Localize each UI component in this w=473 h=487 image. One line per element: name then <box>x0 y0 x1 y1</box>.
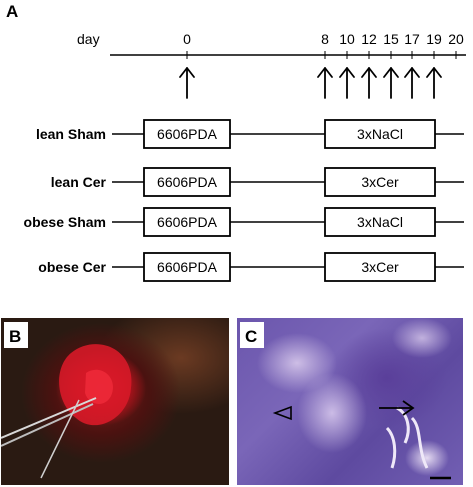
group-label: obese Cer <box>38 259 106 275</box>
treatment-label: 3xNaCl <box>357 126 403 142</box>
histology-photo: C <box>237 318 463 485</box>
timeline-tick-labels: 0 8 10 12 15 17 19 20 <box>183 31 464 47</box>
experimental-design-diagram: A day 0 8 10 12 15 17 19 20 lean Sham <box>6 2 466 282</box>
triangle-marker-icon <box>272 405 292 421</box>
histology-photo-overlay: C <box>240 322 451 480</box>
tick-label: 12 <box>361 31 377 47</box>
group-row-lean-sham: lean Sham 6606PDA 3xNaCl <box>36 119 464 149</box>
surgery-photo: B <box>1 318 229 485</box>
vessel-structure <box>385 406 429 469</box>
up-arrow-icon <box>404 67 420 99</box>
tick-label: 20 <box>448 31 464 47</box>
group-row-lean-cer: lean Cer 6606PDA 3xCer <box>51 167 464 197</box>
panel-c-letter-bg <box>240 322 264 348</box>
tick-label: 10 <box>339 31 355 47</box>
up-arrow-icon <box>339 67 355 99</box>
panel-c-letter: C <box>245 327 257 346</box>
treatment-box <box>324 119 436 149</box>
treatment-label: 3xNaCl <box>357 214 403 230</box>
tumor-tissue <box>85 369 113 404</box>
treatment-box <box>324 207 436 237</box>
needle <box>40 399 80 479</box>
panel-b-letter: B <box>9 327 21 346</box>
tumor-induction-label: 6606PDA <box>157 174 218 190</box>
up-arrow-icon <box>317 67 333 99</box>
tumor-induction-box <box>143 119 231 149</box>
tick-label: 19 <box>426 31 442 47</box>
treatment-label: 3xCer <box>361 259 399 275</box>
timeline-ticks <box>186 51 457 59</box>
tumor-induction-label: 6606PDA <box>157 214 218 230</box>
tick-label: 15 <box>383 31 399 47</box>
treatment-label: 3xCer <box>361 174 399 190</box>
group-label: lean Cer <box>51 174 107 190</box>
timeline-label: day <box>77 31 100 47</box>
tumor-induction-label: 6606PDA <box>157 259 218 275</box>
group-label: lean Sham <box>36 126 106 142</box>
treatment-box <box>324 252 436 282</box>
group-row-obese-sham: obese Sham 6606PDA 3xNaCl <box>24 207 464 237</box>
tumor-induction-box <box>143 207 231 237</box>
tick-label: 8 <box>321 31 329 47</box>
surgery-photo-overlay: B <box>1 322 132 479</box>
forceps <box>1 397 97 439</box>
tumor-induction-box <box>143 167 231 197</box>
group-row-obese-cer: obese Cer 6606PDA 3xCer <box>38 252 464 282</box>
forceps <box>1 403 94 447</box>
tumor-induction-label: 6606PDA <box>157 126 218 142</box>
up-arrow-icon <box>426 67 442 99</box>
panel-b-letter-bg <box>4 322 28 348</box>
up-arrow-icon <box>179 67 195 99</box>
injection-arrows <box>179 67 442 99</box>
tumor-induction-box <box>143 252 231 282</box>
tick-label: 17 <box>404 31 420 47</box>
up-arrow-icon <box>383 67 399 99</box>
up-arrow-icon <box>361 67 377 99</box>
panel-a-letter: A <box>6 2 18 21</box>
tick-label: 0 <box>183 31 191 47</box>
treatment-box <box>324 167 436 197</box>
right-arrow-icon <box>379 400 415 416</box>
group-label: obese Sham <box>24 214 106 230</box>
